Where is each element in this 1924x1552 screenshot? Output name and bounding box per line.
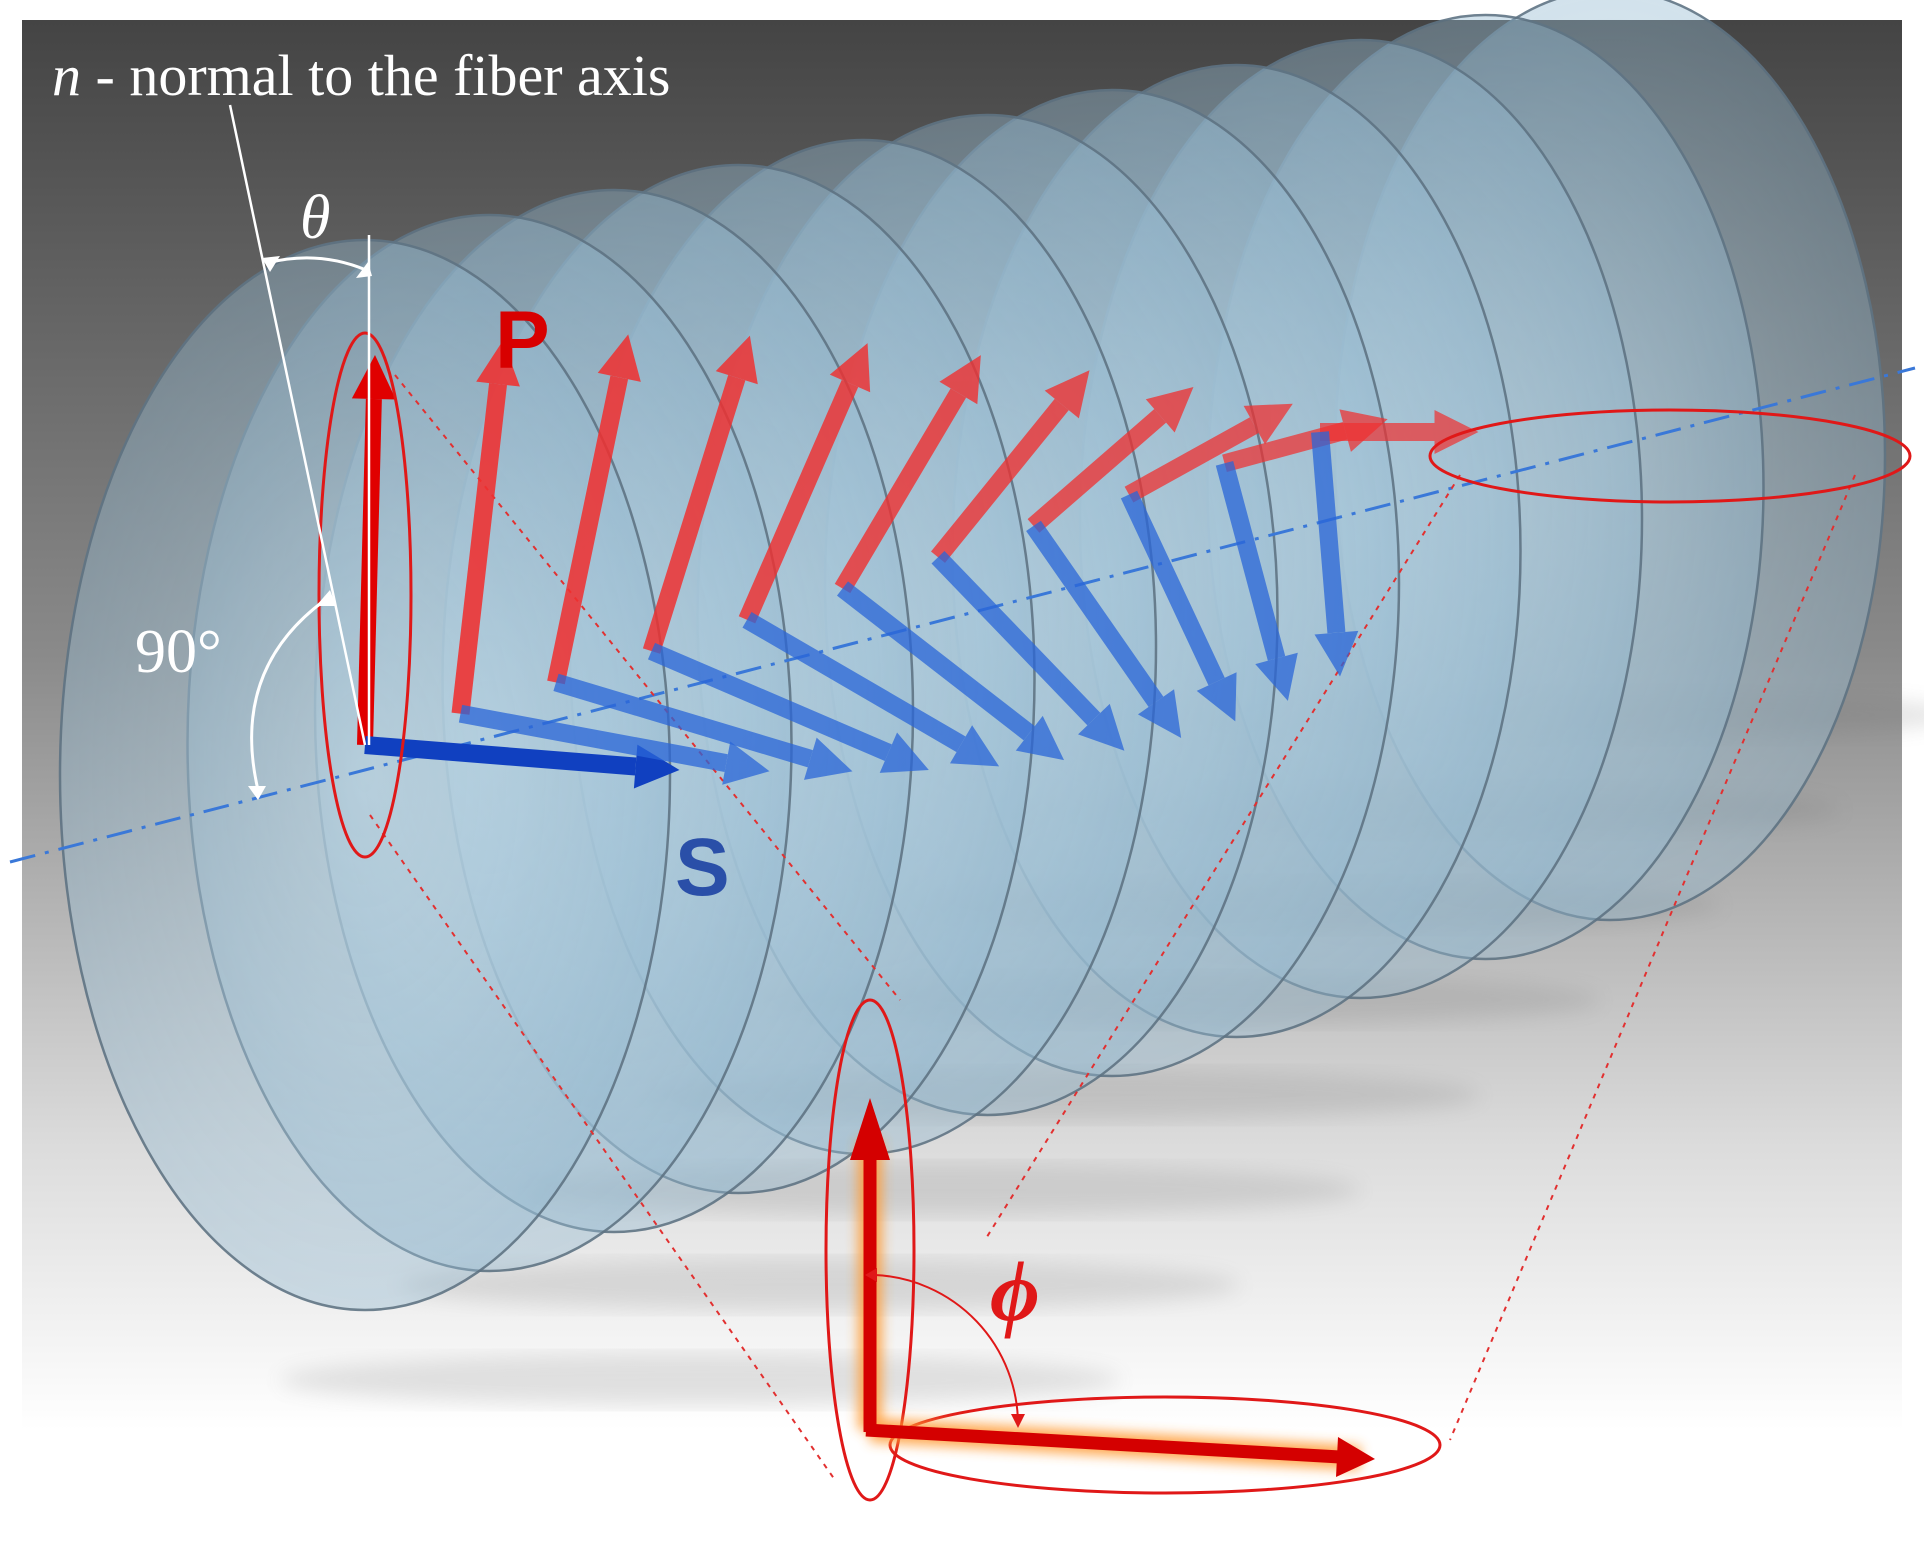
normal-caption: n - normal to the fiber axis — [52, 43, 671, 108]
angle-annotations — [228, 104, 372, 800]
disc-shadow — [280, 1354, 1120, 1406]
phi-angle-arc — [874, 1274, 1020, 1426]
theta-label: θ — [300, 184, 330, 252]
s-polarization-arrow — [553, 673, 853, 780]
s-polarization-arrow — [458, 704, 770, 785]
theta-angle-arc — [266, 256, 367, 272]
inset-p-arrow-head — [850, 1098, 890, 1160]
s-polarization-arrow — [1311, 431, 1359, 677]
s-polarization-arrow — [836, 581, 1065, 761]
inset-horizontal-ellipse — [888, 1395, 1442, 1495]
inset-s-arrow-head — [1336, 1437, 1375, 1477]
p-polarization-arrow — [834, 355, 981, 594]
p-polarization-arrow — [931, 370, 1090, 563]
s-polarization-arrow — [1026, 520, 1182, 738]
p-label: P — [495, 295, 550, 386]
p-polarization-arrow — [642, 335, 758, 654]
inset-arrows — [850, 1098, 1375, 1477]
angle-90-label: 90° — [135, 618, 222, 686]
p-polarization-arrow — [1124, 403, 1293, 503]
inset-s-arrow-shaft — [865, 1423, 1341, 1464]
disc-shadow — [400, 1259, 1240, 1311]
fiber-disc — [58, 238, 672, 1312]
final-p-ellipse — [1428, 408, 1912, 504]
s-polarization-arrow — [742, 612, 1000, 767]
s-polarization-arrow — [647, 642, 929, 773]
right-angle-arc — [250, 598, 326, 791]
s-polarization-arrow — [931, 550, 1125, 751]
s-polarization-arrow — [1120, 490, 1237, 722]
s-polarization-arrow — [1215, 460, 1298, 701]
normal-text: - normal to the fiber axis — [81, 43, 671, 108]
highlight-ellipses — [317, 331, 1912, 1502]
p-polarization-arrow — [1027, 386, 1194, 533]
p-polarization-arrow — [451, 340, 520, 715]
fiber-discs — [58, 0, 1887, 1312]
phi-label: ϕ — [990, 1243, 1040, 1339]
inset-vertical-ellipse — [824, 998, 916, 1502]
initial-p-ellipse — [317, 331, 413, 859]
normal-symbol: n — [52, 43, 81, 108]
p-polarization-arrow — [1320, 410, 1479, 454]
s-label: S — [675, 822, 730, 913]
p-polarization-arrow — [547, 334, 641, 685]
normal-line — [228, 104, 367, 746]
p-polarization-arrow — [738, 343, 871, 624]
polarization-arrows — [351, 334, 1479, 789]
